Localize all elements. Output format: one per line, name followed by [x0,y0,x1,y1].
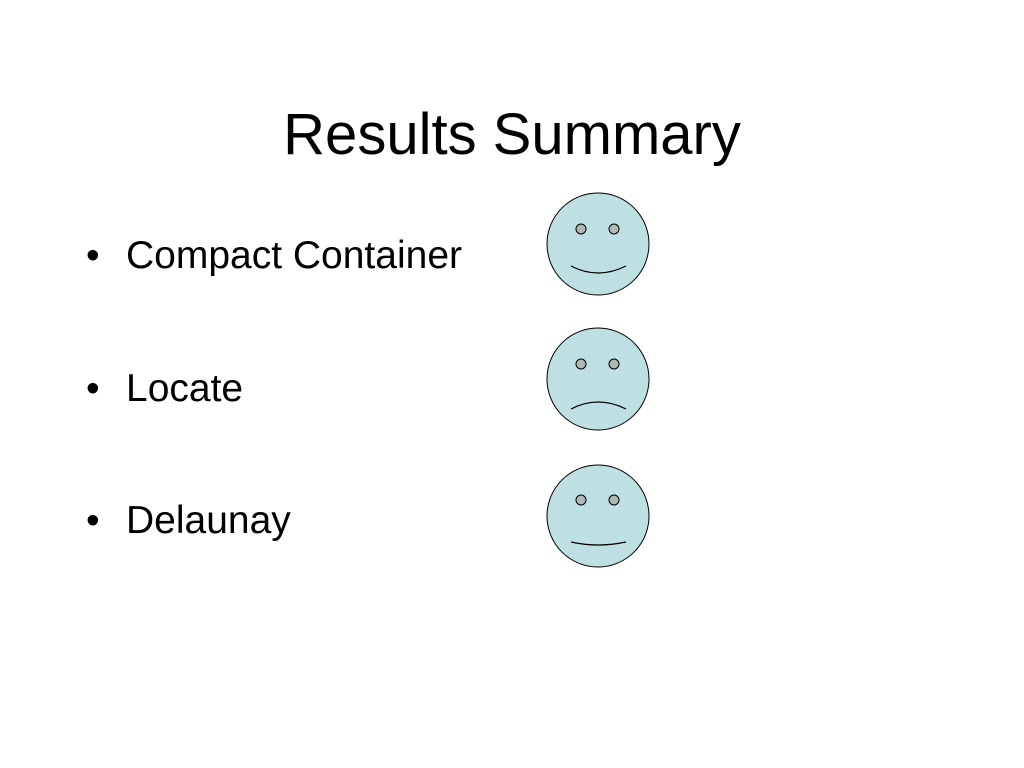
smiley-sad-icon [546,327,650,431]
bullet-icon: • [86,367,100,410]
bullet-icon: • [86,234,100,277]
slide-title: Results Summary [283,102,741,167]
list-item-label: Compact Container [126,234,462,277]
smiley-happy-icon [546,192,650,296]
bullet-icon: • [86,499,100,542]
list-item-label: Locate [126,367,244,410]
list-item: • Delaunay [86,494,291,548]
list-item: • Compact Container [86,229,462,283]
list-item: • Locate [86,362,243,416]
smiley-content-icon [546,464,650,568]
list-item-label: Delaunay [126,499,291,542]
